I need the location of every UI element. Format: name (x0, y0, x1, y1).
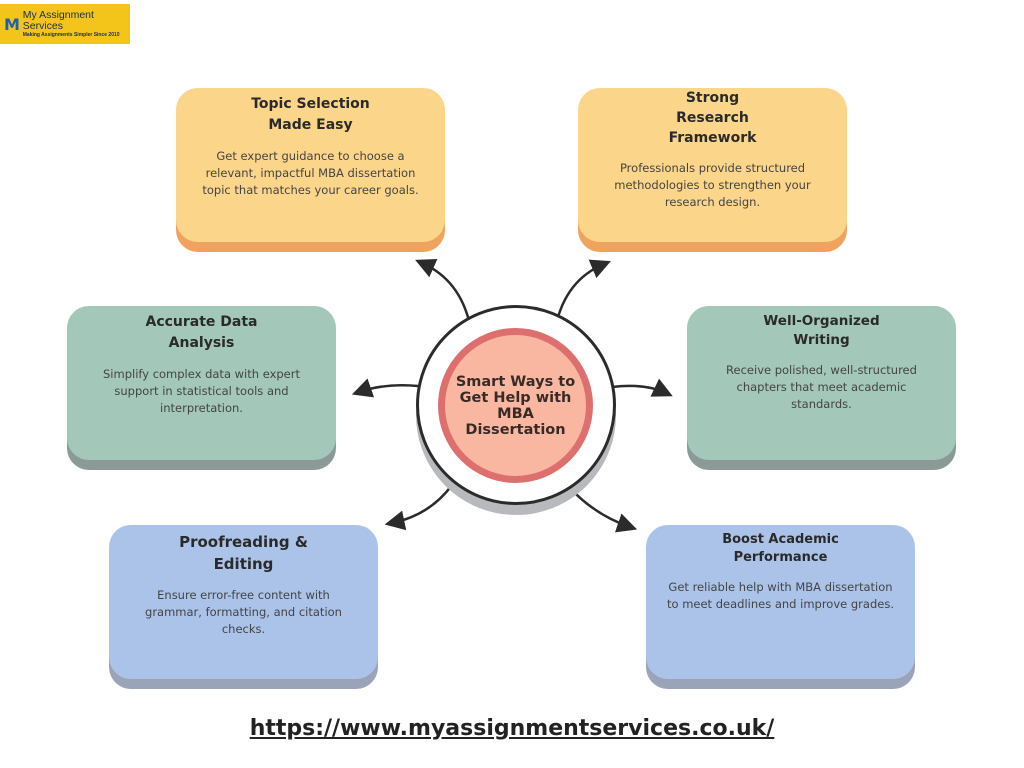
card-topic-selection: Topic Selection Made Easy Get expert gui… (176, 88, 445, 242)
card-academic-performance: Boost Academic Performance Get reliable … (646, 525, 915, 679)
card-proofreading: Proofreading & Editing Ensure error-free… (109, 525, 378, 679)
card-text: Get reliable help with MBA dissertation … (667, 580, 894, 611)
logo-mark: M (4, 14, 20, 34)
card-text: Professionals provide structured methodo… (614, 161, 811, 209)
logo-title: My Assignment Services (22, 9, 94, 32)
arrow-data (351, 378, 419, 398)
card-title: Well-Organized Writing (763, 313, 880, 348)
card-research-framework: Strong Research Framework Professionals … (578, 88, 847, 242)
logo: M My Assignment Services Making Assignme… (0, 4, 130, 44)
logo-tagline: Making Assignments Simpler Since 2010 (22, 32, 120, 38)
card-organized-writing: Well-Organized Writing Receive polished,… (687, 306, 956, 460)
card-title: Topic Selection Made Easy (251, 96, 370, 133)
card-title: Boost Academic Performance (722, 532, 839, 565)
arrow-writing (611, 378, 673, 397)
card-text: Ensure error-free content with grammar, … (145, 588, 342, 636)
arrow-topic (415, 258, 472, 326)
center-circle: Smart Ways to Get Help with MBA Disserta… (438, 328, 593, 483)
card-text: Simplify complex data with expert suppor… (103, 367, 300, 415)
card-title: Accurate Data Analysis (145, 314, 258, 351)
card-data-analysis: Accurate Data Analysis Simplify complex … (67, 306, 336, 460)
arrow-proofreading (384, 484, 454, 531)
card-text: Receive polished, well-structured chapte… (726, 363, 917, 411)
website-link[interactable]: https://www.myassignmentservices.co.uk/ (249, 716, 775, 741)
card-text: Get expert guidance to choose a relevant… (202, 149, 419, 197)
arrow-performance (569, 487, 638, 533)
center-title: Smart Ways to Get Help with MBA Disserta… (455, 373, 576, 438)
card-title: Proofreading & Editing (179, 533, 308, 573)
card-title: Strong Research Framework (668, 90, 757, 146)
